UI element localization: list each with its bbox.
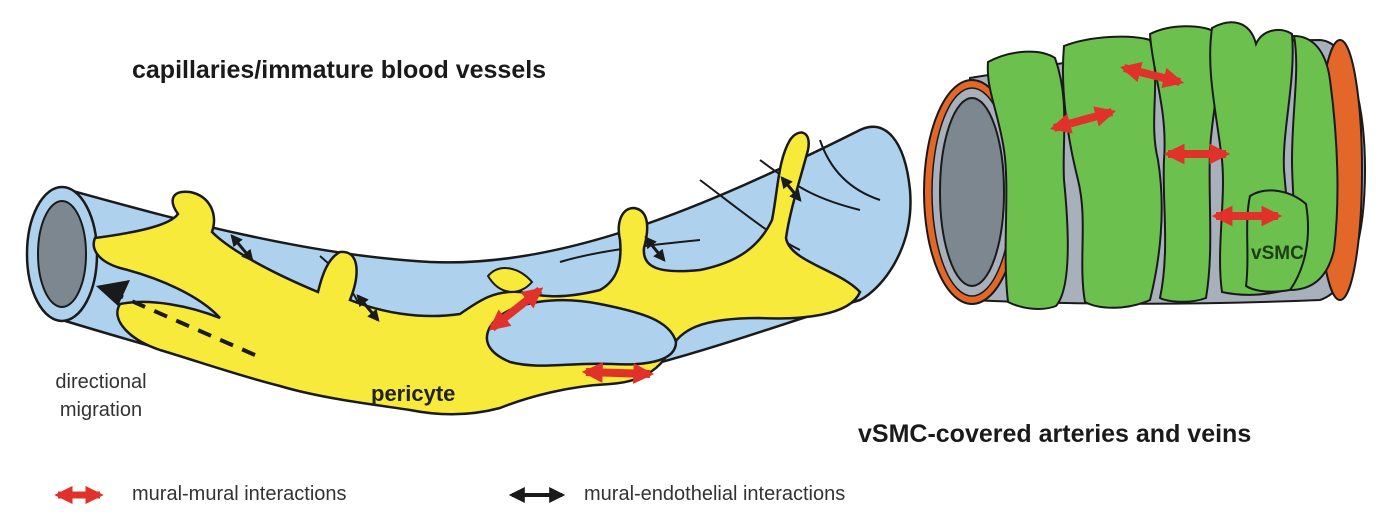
vsmc-vessel [924, 22, 1365, 309]
vsmc-cell [1246, 190, 1308, 291]
vsmc-lumen [940, 98, 1004, 286]
directional-migration-label: directional migration [28, 368, 174, 424]
capillary-lumen [38, 201, 86, 307]
pericyte-label: pericyte [371, 381, 455, 407]
capillaries-title: capillaries/immature blood vessels [132, 56, 546, 85]
arteries-veins-title: vSMC-covered arteries and veins [858, 420, 1251, 449]
legend-mural-endothelial-label: mural-endothelial interactions [584, 483, 845, 506]
vsmc-label: vSMC [1251, 243, 1304, 265]
legend-mural-mural-label: mural-mural interactions [132, 483, 347, 506]
red-arrow [586, 372, 650, 374]
